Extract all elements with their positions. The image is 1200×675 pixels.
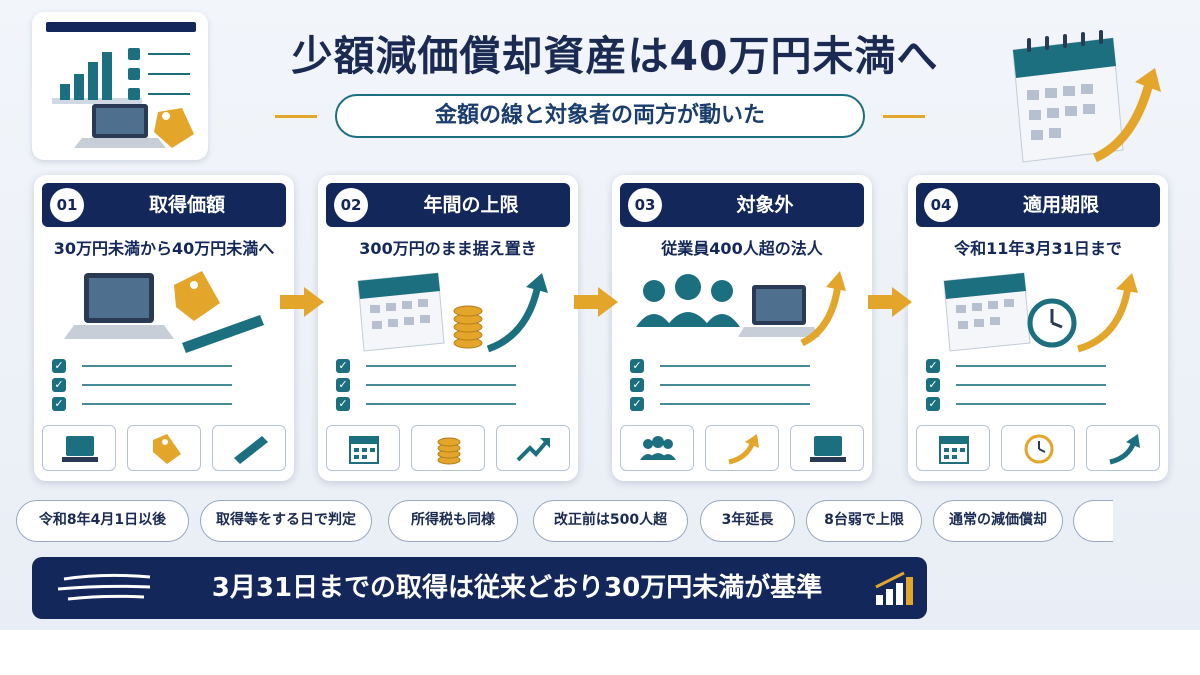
card-header: 02 年間の上限 xyxy=(326,183,570,227)
coins-icon xyxy=(411,425,485,471)
laptop-icon xyxy=(42,425,116,471)
card-number: 01 xyxy=(50,188,84,222)
card-subtitle: 従業員400人超の法人 xyxy=(661,239,823,258)
subtitle-line-left xyxy=(275,115,317,118)
check-icon: ✓ xyxy=(630,359,644,373)
people-icon xyxy=(620,425,694,471)
card-annual-limit: 02 年間の上限 300万円のまま据え置き ✓ ✓ ✓ xyxy=(318,175,578,481)
arrow-up-icon xyxy=(705,425,779,471)
subtitle-container: 金額の線と対象者の両方が動いた xyxy=(275,94,925,138)
speed-lines-icon xyxy=(57,573,151,601)
document-chart-illustration xyxy=(32,12,208,160)
checklist: ✓ ✓ ✓ xyxy=(926,357,1136,414)
arrow-up-icon xyxy=(1086,425,1160,471)
check-icon: ✓ xyxy=(630,397,644,411)
check-icon: ✓ xyxy=(926,378,940,392)
calendar-arrow-illustration xyxy=(1005,30,1165,170)
arrow-right-icon xyxy=(280,287,324,317)
clock-icon xyxy=(1001,425,1075,471)
checklist: ✓ ✓ ✓ xyxy=(52,357,262,414)
card-title: 適用期限 xyxy=(1022,194,1099,216)
check-icon: ✓ xyxy=(630,378,644,392)
check-icon: ✓ xyxy=(52,359,66,373)
check-icon: ✓ xyxy=(926,397,940,411)
card-header: 03 対象外 xyxy=(620,183,864,227)
summary-banner: 3月31日までの取得は従来どおり30万円未満が基準 xyxy=(32,557,927,619)
icon-row xyxy=(916,425,1160,471)
arrow-right-icon xyxy=(868,287,912,317)
subtitle-line-right xyxy=(883,115,925,118)
card-title: 取得価額 xyxy=(148,194,225,216)
bar-chart-icon xyxy=(875,571,913,605)
tag-pill: 所得税も同様 xyxy=(388,500,518,542)
icon-row xyxy=(620,425,864,471)
card-title: 対象外 xyxy=(736,194,794,216)
trend-up-icon xyxy=(496,425,570,471)
laptop-icon xyxy=(790,425,864,471)
card-subtitle: 令和11年3月31日まで xyxy=(954,239,1122,258)
tag-pill: 通常の減価償却 xyxy=(933,500,1063,542)
price-tag-icon xyxy=(127,425,201,471)
check-icon: ✓ xyxy=(52,378,66,392)
ruler-icon xyxy=(212,425,286,471)
tag-pill: 取得等をする日で判定 xyxy=(200,500,372,542)
card-header: 01 取得価額 xyxy=(42,183,286,227)
card-number: 04 xyxy=(924,188,958,222)
tag-pill: 3年延長 xyxy=(700,500,795,542)
page-subtitle: 金額の線と対象者の両方が動いた xyxy=(335,94,865,138)
tag-pill: 令和8年4月1日以後 xyxy=(16,500,189,542)
card-title: 年間の上限 xyxy=(423,194,519,216)
calendar-icon xyxy=(916,425,990,471)
card-subtitle: 30万円未満から40万円未満へ xyxy=(53,239,275,258)
check-icon: ✓ xyxy=(336,378,350,392)
checklist: ✓ ✓ ✓ xyxy=(336,357,546,414)
calendar-icon xyxy=(326,425,400,471)
calendar-clock-arrow-illustration xyxy=(928,265,1148,355)
card-deadline: 04 適用期限 令和11年3月31日まで ✓ ✓ ✓ xyxy=(908,175,1168,481)
people-laptop-arrow-illustration xyxy=(632,265,852,355)
check-icon: ✓ xyxy=(52,397,66,411)
check-icon: ✓ xyxy=(926,359,940,373)
card-number: 02 xyxy=(334,188,368,222)
tag-pill: 改正前は500人超 xyxy=(533,500,688,542)
tag-pill-partial xyxy=(1073,500,1113,542)
banner-text: 3月31日までの取得は従来どおり30万円未満が基準 xyxy=(211,573,823,603)
arrow-right-icon xyxy=(574,287,618,317)
checklist: ✓ ✓ ✓ xyxy=(630,357,840,414)
card-excluded: 03 対象外 従業員400人超の法人 ✓ ✓ ✓ xyxy=(612,175,872,481)
page-title: 少額減価償却資産は40万円未満へ xyxy=(291,32,939,80)
card-header: 04 適用期限 xyxy=(916,183,1160,227)
tag-pill: 8台弱で上限 xyxy=(806,500,922,542)
icon-row xyxy=(42,425,286,471)
check-icon: ✓ xyxy=(336,359,350,373)
calendar-coins-arrow-illustration xyxy=(338,265,558,355)
laptop-tag-ruler-illustration xyxy=(54,265,274,355)
check-icon: ✓ xyxy=(336,397,350,411)
card-subtitle: 300万円のまま据え置き xyxy=(359,239,537,258)
icon-row xyxy=(326,425,570,471)
card-acquisition-price: 01 取得価額 30万円未満から40万円未満へ ✓ ✓ ✓ xyxy=(34,175,294,481)
card-number: 03 xyxy=(628,188,662,222)
